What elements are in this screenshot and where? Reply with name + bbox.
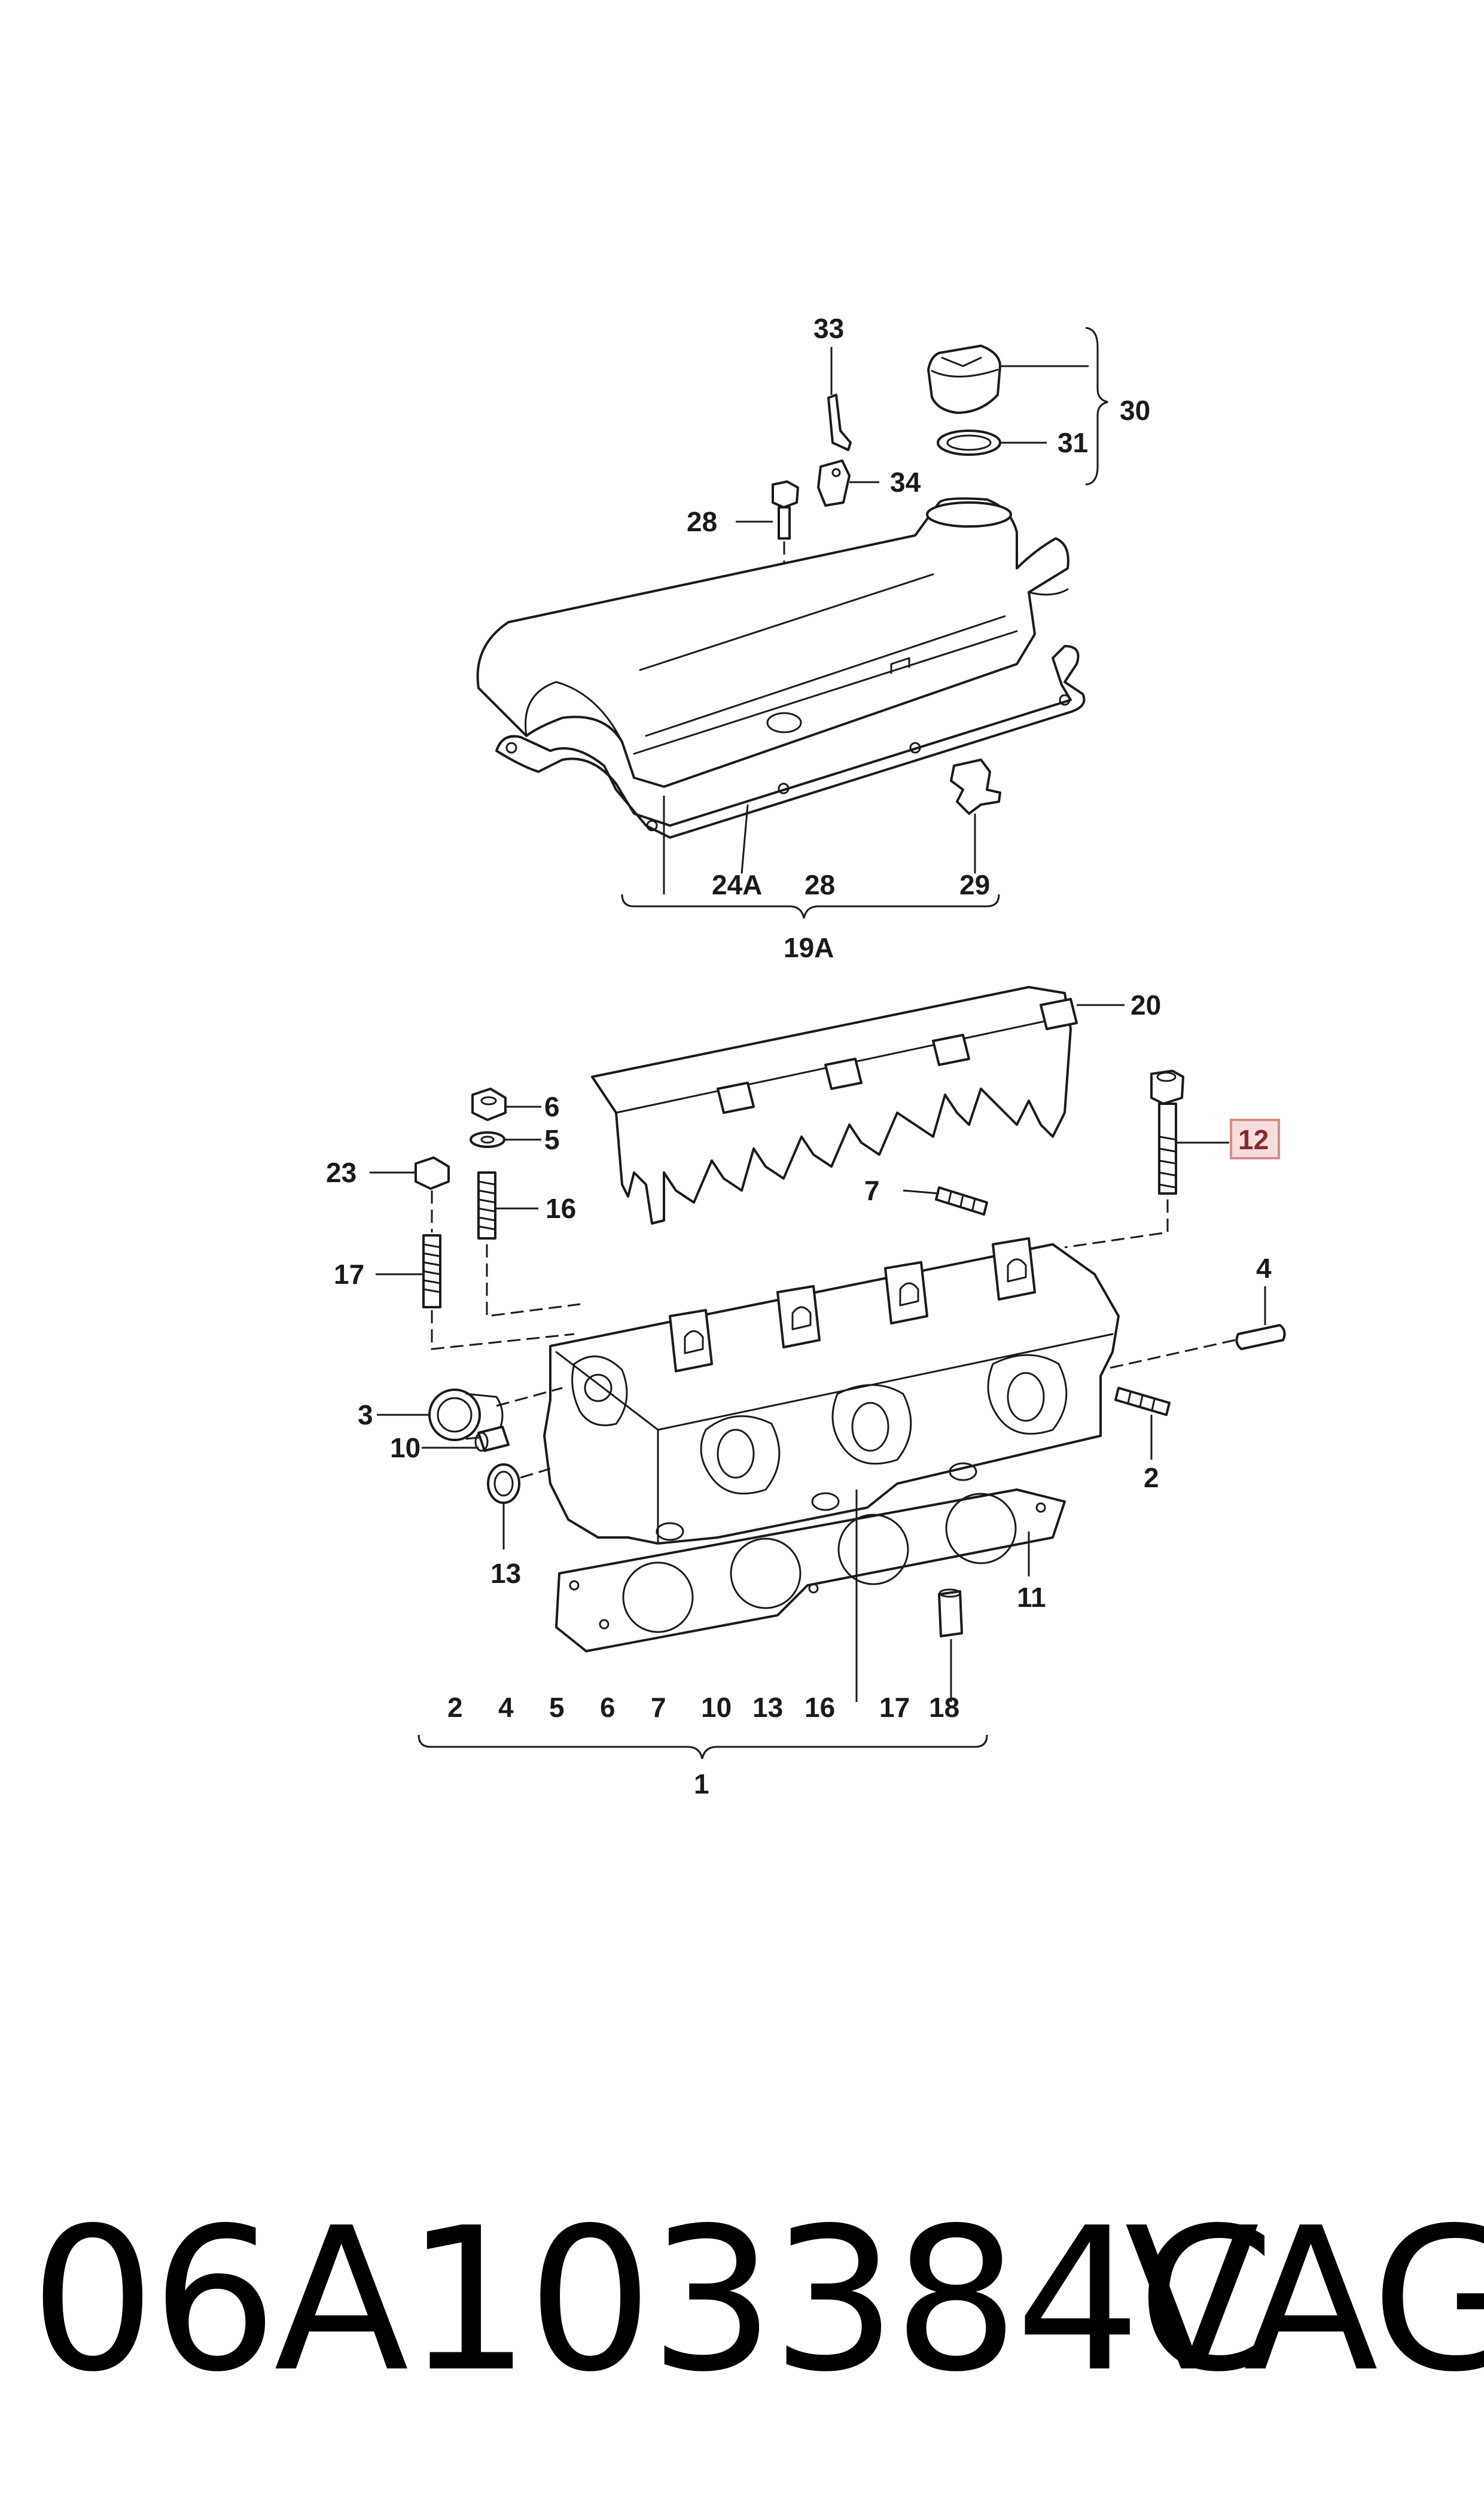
callout-10: 10: [390, 1432, 420, 1463]
seal-3: [377, 1387, 563, 1441]
head-bolt-12: [1064, 1070, 1229, 1249]
callout-16: 16: [546, 1193, 576, 1224]
cylinder-head-gasket: [555, 1488, 1066, 1652]
group-1-item: 18: [929, 1692, 959, 1723]
plug-10: [422, 1426, 510, 1452]
stud-17: [376, 1234, 575, 1350]
callout-3: 3: [358, 1399, 373, 1430]
callout-30: 30: [1120, 395, 1150, 426]
cover-gasket: [495, 645, 1086, 874]
callout-28-top: 28: [687, 506, 717, 537]
valve-guide-18: [938, 1588, 963, 1702]
washer-5: [470, 1131, 541, 1148]
callout-33: 33: [813, 313, 844, 344]
callout-17: 17: [334, 1259, 364, 1290]
stud-16: [477, 1171, 581, 1317]
callout-24a: 24A: [712, 869, 762, 900]
brace-19a: [621, 894, 1000, 919]
oil-filler-cap: [927, 345, 1089, 414]
part-number: 06A103384C: [30, 2185, 1275, 2415]
callout-29: 29: [959, 869, 990, 900]
group-1-item: 4: [498, 1692, 514, 1723]
callout-2: 2: [1144, 1462, 1159, 1493]
group-1-item: 10: [701, 1692, 732, 1723]
callout-20: 20: [1130, 989, 1161, 1021]
group-1-callouts: 2 4 5 6 7 10 13 16 17 18: [447, 1692, 959, 1723]
highlighted-callout-12: 12: [1230, 1119, 1280, 1159]
group-1-item: 17: [879, 1692, 910, 1723]
group-1-item: 5: [549, 1692, 565, 1723]
group-1-item: 7: [651, 1692, 666, 1723]
cylinder-head-cover: [476, 497, 1069, 788]
stud-7: [903, 1186, 988, 1216]
callout-31: 31: [1058, 427, 1088, 458]
group-1-item: 13: [752, 1692, 783, 1723]
group-1-item: 2: [447, 1692, 463, 1723]
callout-5: 5: [544, 1124, 560, 1155]
callout-1: 1: [694, 1768, 709, 1800]
brand-name: VAG: [1125, 2185, 1484, 2415]
callout-19a: 19A: [784, 932, 834, 963]
cylinder-head: [543, 1237, 1120, 1545]
callout-12: 12: [1238, 1124, 1269, 1155]
callout-6: 6: [544, 1091, 560, 1122]
group-1-item: 16: [805, 1692, 835, 1723]
dowel-pin-4: [1100, 1286, 1286, 1371]
o-ring-seal: [937, 430, 1047, 456]
callout-28-bottom: 28: [805, 869, 835, 900]
bracket-30: [1085, 327, 1108, 486]
camshaft-bearing-cap-housing: [591, 986, 1125, 1225]
clip-33: [827, 347, 852, 451]
nut-23: [370, 1156, 450, 1232]
callout-34: 34: [890, 467, 921, 498]
nut-6: [471, 1088, 541, 1121]
brace-1: [418, 1734, 988, 1759]
bracket-34: [817, 459, 879, 507]
callout-7: 7: [864, 1175, 880, 1206]
callout-11: 11: [1017, 1582, 1046, 1613]
callout-23: 23: [326, 1157, 356, 1188]
callout-4: 4: [1256, 1253, 1272, 1284]
clip-29: [950, 759, 1001, 873]
callout-13: 13: [490, 1558, 521, 1589]
group-1-item: 6: [600, 1692, 615, 1723]
stud-2: [1114, 1387, 1171, 1460]
seal-13: [487, 1463, 551, 1549]
